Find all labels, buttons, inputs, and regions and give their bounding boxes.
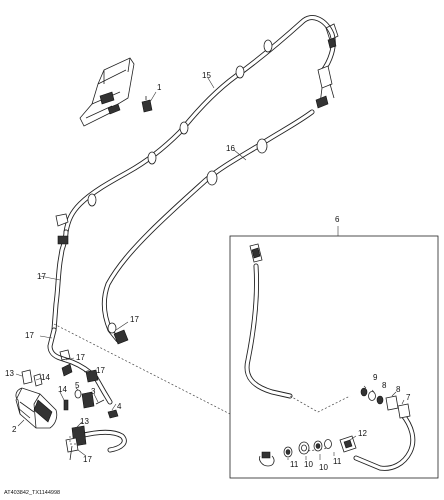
- callout-15: 15: [202, 71, 211, 80]
- callout-17-a: 17: [37, 272, 46, 281]
- callout-10-b: 10: [319, 463, 328, 472]
- callout-8-a: 8: [382, 381, 387, 390]
- callout-3: 3: [91, 387, 96, 396]
- callout-11-b: 11: [333, 457, 342, 466]
- callout-11-a: 11: [290, 460, 299, 469]
- callout-10-a: 10: [304, 460, 313, 469]
- mounting-bracket: [79, 57, 135, 127]
- figure-code: AT403842_TX1144998: [4, 490, 60, 496]
- callout-17-e: 17: [96, 366, 105, 375]
- detail-tube-right: [353, 403, 416, 471]
- callout-1: 1: [157, 83, 162, 92]
- callout-8-b: 8: [396, 385, 401, 394]
- clip: [141, 96, 153, 113]
- detail-box: [229, 235, 439, 479]
- pump: [15, 387, 58, 429]
- callout-14-a: 14: [41, 373, 50, 382]
- callout-13-b: 13: [80, 417, 89, 426]
- callout-17-b: 17: [25, 331, 34, 340]
- callout-12: 12: [358, 429, 367, 438]
- detail-seals: [360, 387, 399, 411]
- hose-clamps: [55, 39, 273, 227]
- callout-13-a: 13: [5, 369, 14, 378]
- callout-17-c: 17: [130, 315, 139, 324]
- dashed-connector: [53, 323, 231, 445]
- pump-fittings: [21, 349, 119, 461]
- detail-dashed-line: [289, 395, 351, 413]
- callout-16: 16: [226, 144, 235, 153]
- callout-4: 4: [117, 402, 122, 411]
- callout-5: 5: [75, 381, 80, 390]
- hose-end-fitting: [315, 23, 339, 109]
- detail-hose: [244, 243, 293, 399]
- hose-15: [63, 15, 336, 235]
- callout-9: 9: [373, 373, 378, 382]
- leader-lines: [15, 77, 405, 460]
- hose-15-lower: [51, 229, 69, 333]
- callout-7: 7: [406, 393, 411, 402]
- hose-16: [101, 109, 315, 345]
- callout-6: 6: [335, 215, 340, 224]
- callout-14-b: 14: [58, 385, 67, 394]
- detail-fittings-bottom: [259, 435, 357, 467]
- callout-17-d: 17: [76, 353, 85, 362]
- callout-17-f: 17: [83, 455, 92, 464]
- callout-2: 2: [12, 425, 17, 434]
